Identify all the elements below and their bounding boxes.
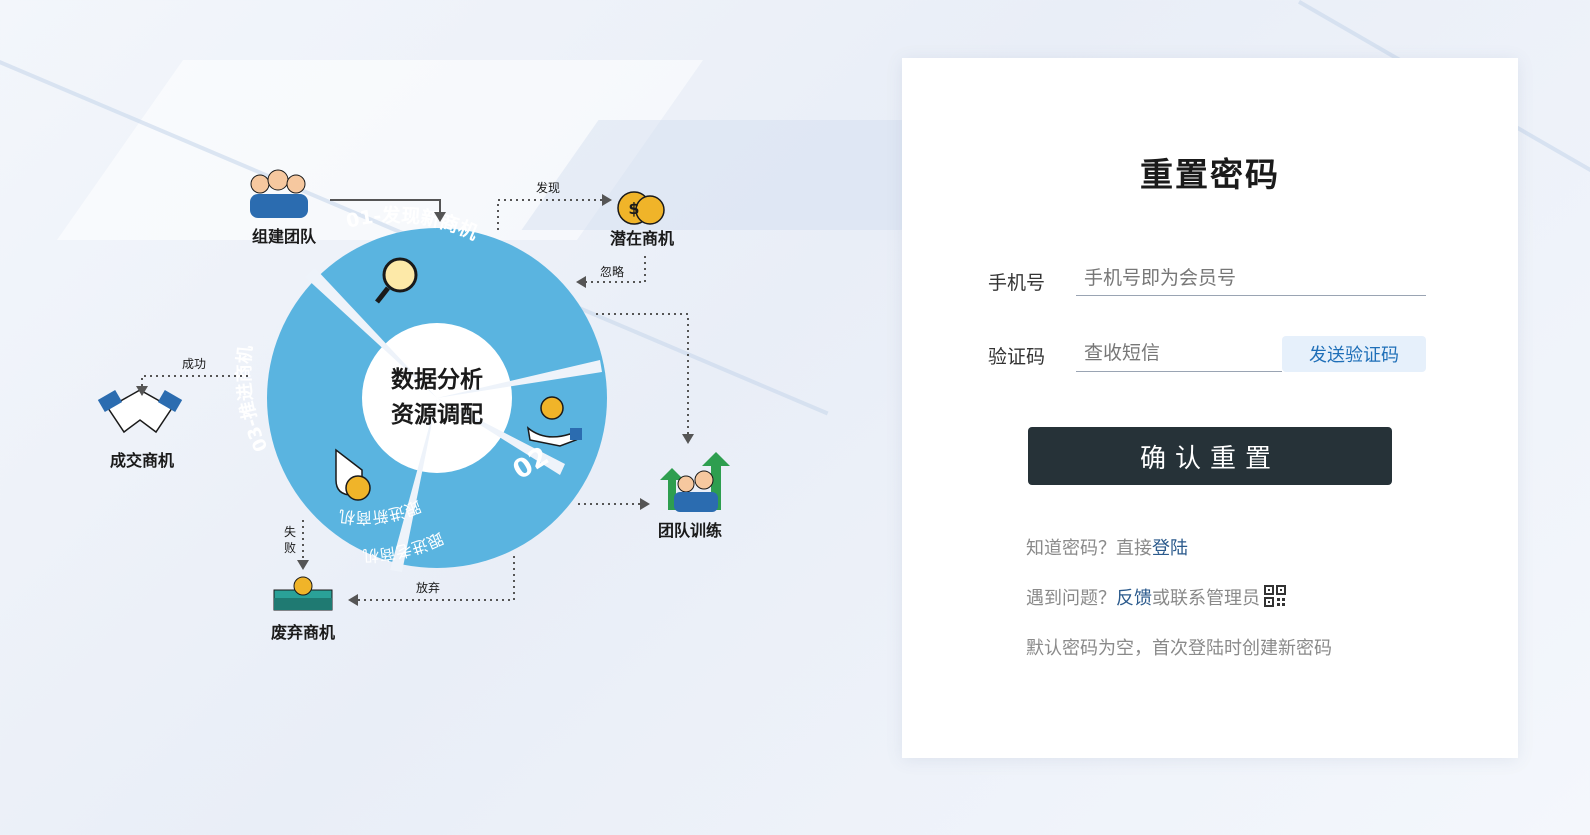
feedback-link[interactable]: 反馈 [1116, 588, 1152, 609]
hand-coin-icon [335, 448, 371, 501]
arrow-team-to-cycle [330, 199, 441, 214]
default-password-note: 默认密码为空，首次登陆时创建新密码 [1026, 638, 1332, 659]
login-link[interactable]: 登陆 [1152, 538, 1188, 559]
help-line-feedback: 遇到问题？反馈或联系管理员 [1026, 584, 1286, 612]
code-input[interactable] [1076, 334, 1282, 372]
center-text-1: 数据分析 [391, 367, 483, 393]
arrow-label-fail-1: 失 [284, 524, 296, 539]
node-deal-label: 成交商机 [110, 451, 174, 470]
node-abandon-label: 废弃商机 [271, 623, 335, 642]
code-label: 验证码 [988, 346, 1046, 368]
arrow-label-ignore: 忽略 [600, 264, 624, 279]
help-login-text: 知道密码？直接 [1026, 538, 1152, 559]
arrow-ignore [584, 256, 646, 283]
coins-icon: $ [617, 191, 665, 225]
arrow-success [141, 375, 248, 388]
help-line-login: 知道密码？直接登陆 [1026, 534, 1188, 560]
phone-input[interactable] [1076, 260, 1426, 296]
help-contact-text: 或联系管理员 [1152, 588, 1260, 609]
help-problem-text: 遇到问题？ [1026, 588, 1116, 609]
page-title: 重置密码 [1140, 155, 1280, 194]
arrow-label-discover: 发现 [536, 180, 560, 195]
arrow-to-train [596, 313, 689, 436]
business-cycle-diagram: 数据分析 资源调配 01-发现新商机 03-推进商机 跟进新商机 跟进老商机 0… [97, 169, 730, 642]
arrow-label-giveup: 放弃 [416, 580, 440, 595]
phone-label: 手机号 [988, 272, 1046, 294]
magnifier-icon [375, 257, 418, 304]
node-train-label: 团队训练 [658, 521, 722, 540]
send-code-button[interactable]: 发送验证码 [1282, 336, 1426, 372]
svg-text:03-推进商机: 03-推进商机 [233, 345, 273, 455]
center-text-2: 资源调配 [391, 402, 483, 428]
node-team-label: 组建团队 [252, 227, 317, 246]
node-potential-label: 潜在商机 [610, 229, 674, 248]
svg-text:$: $ [628, 199, 639, 218]
team-icon [250, 169, 308, 218]
arrow-giveup [356, 556, 515, 601]
arrow-discover [497, 199, 604, 230]
coin-hand-icon [526, 396, 582, 447]
reset-password-card: 重置密码 手机号 验证码 发送验证码 确认重置 知道密码？直接登陆 遇到问题？反… [902, 58, 1518, 758]
cash-icon [273, 576, 333, 611]
arrow-label-success: 成功 [182, 357, 206, 371]
confirm-reset-button[interactable]: 确认重置 [1028, 427, 1392, 485]
arrow-label-fail-2: 败 [284, 540, 296, 555]
handshake-icon [97, 389, 183, 434]
growth-team-icon [660, 452, 730, 512]
qr-code-icon[interactable] [1264, 585, 1286, 612]
segment-03-label: 03-推进商机 [233, 345, 273, 455]
